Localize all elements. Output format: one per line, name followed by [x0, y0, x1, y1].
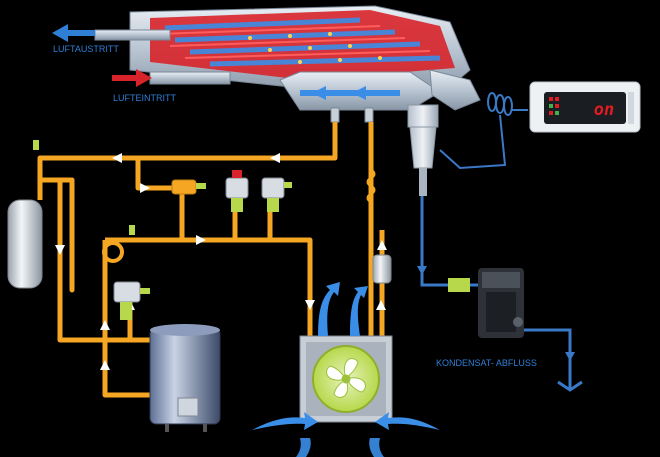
loop-fitting: [102, 241, 124, 263]
solenoid-valve: [225, 170, 249, 212]
condensate-drain-label: KONDENSAT- ABFLUSS: [436, 358, 537, 368]
sensor-coil: [439, 92, 528, 170]
filter-drier: [372, 254, 392, 284]
drain-pipe: [420, 196, 583, 392]
controller-unit: on: [529, 81, 641, 133]
led-indicators-icon: [549, 97, 559, 115]
flow-arrow-icon: [270, 153, 280, 163]
receiver-cylinder: [7, 199, 43, 289]
expansion-valve: [171, 179, 206, 195]
air-outlet-label: LUFTAUSTRITT: [53, 44, 119, 54]
flow-arrow-icon: [100, 360, 110, 370]
fan-icon: [326, 358, 366, 398]
service-valve-icon: [129, 225, 135, 235]
air-inlet-pipe: [112, 69, 231, 87]
capillary-coil: [366, 168, 376, 204]
flow-arrow-icon: [100, 320, 110, 330]
controller-display: on: [594, 100, 614, 120]
flow-arrow-icon: [140, 183, 150, 193]
flow-arrows: [55, 153, 387, 370]
drain-unit: [478, 268, 524, 338]
service-valve-icon: [33, 140, 39, 150]
hot-gas-valve: [113, 281, 150, 320]
condenser: [299, 335, 393, 423]
flow-arrow-icon: [112, 153, 122, 163]
cooling-air-arrows: [252, 282, 440, 457]
drain-valve-icon: [448, 278, 470, 292]
air-outlet-pipe: [52, 24, 171, 42]
drain-outlet-arrow-icon: [565, 352, 575, 361]
drain-flow-arrow-icon: [417, 266, 427, 275]
pressure-switch: [261, 177, 292, 212]
flow-arrow-icon: [377, 240, 387, 250]
flow-arrow-icon: [55, 245, 65, 255]
condensate-separator: [407, 104, 439, 196]
flow-arrow-icon: [376, 300, 386, 310]
air-inlet-label: LUFTEINTRITT: [113, 93, 176, 103]
flow-arrow-icon: [196, 235, 206, 245]
compressor: [149, 324, 221, 432]
flow-arrow-icon: [305, 300, 315, 310]
